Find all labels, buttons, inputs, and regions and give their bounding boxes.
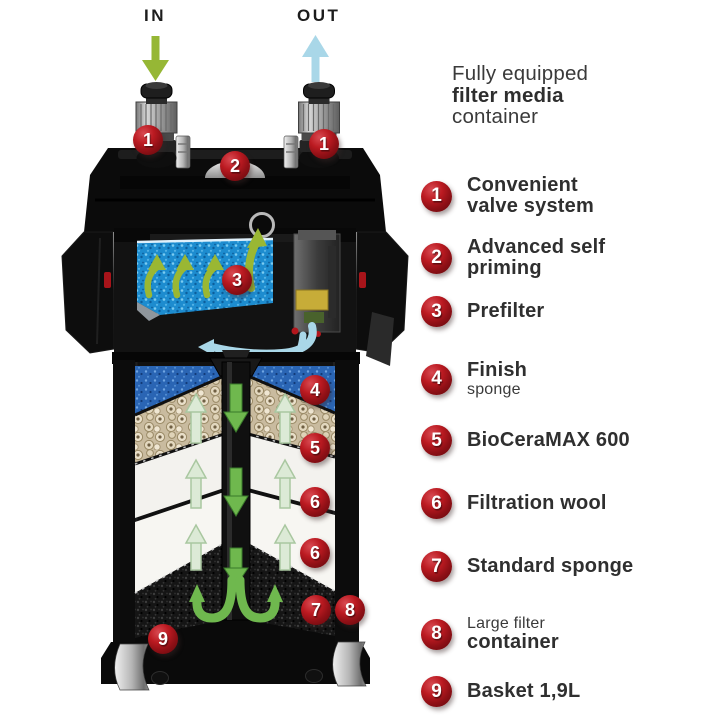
diagram-badge-prefilter: 3	[222, 265, 252, 295]
diagram-badge-valve-left: 1	[133, 125, 163, 155]
legend-item-basket: 9 Basket 1,9L	[421, 676, 580, 707]
diagram-badge-basket: 9	[148, 624, 178, 654]
out-arrow	[302, 35, 329, 82]
legend-badge-1: 1	[421, 180, 452, 212]
diagram-badge-container: 8	[335, 595, 365, 625]
downflow-arrows	[223, 383, 249, 587]
in-arrow	[142, 36, 169, 81]
legend-badge-3: 3	[421, 296, 452, 327]
out-label: OUT	[297, 6, 341, 25]
legend-item-standard-sponge: 7 Standard sponge	[421, 551, 633, 582]
diagram-badge-bioceramax: 5	[300, 433, 330, 463]
legend-badge-4: 4	[421, 363, 452, 395]
motor-unit	[291, 230, 341, 337]
base-and-feet	[101, 641, 370, 691]
diagram-badge-valve-right: 1	[309, 129, 339, 159]
legend-badge-6: 6	[421, 488, 452, 519]
legend-badge-5: 5	[421, 425, 452, 456]
basket-bottom	[135, 620, 335, 648]
diagram-badge-standard-sponge: 7	[301, 595, 331, 625]
diagram-badge-wool-lower: 6	[300, 538, 330, 568]
page-title: Fully equipped filter media container	[452, 63, 588, 128]
legend-item-bioceramax: 5 BioCeraMAX 600	[421, 425, 630, 456]
legend-item-filtration-wool: 6 Filtration wool	[421, 488, 607, 519]
title-line-2: filter media	[452, 83, 564, 107]
side-wings	[61, 231, 409, 366]
legend-badge-8: 8	[421, 618, 452, 650]
legend-badge-2: 2	[421, 242, 452, 274]
diagram-badge-priming: 2	[220, 151, 250, 181]
finish-sponge-layer	[135, 366, 335, 415]
u-turn-arrows	[189, 575, 283, 623]
left-foot	[114, 643, 150, 691]
title-line-1: Fully equipped	[452, 62, 589, 85]
legend-badge-7: 7	[421, 551, 452, 582]
impeller-ring	[249, 212, 275, 238]
title-line-3: container	[452, 105, 539, 128]
legend-item-prefilter: 3 Prefilter	[421, 296, 544, 327]
diagram-badge-wool-upper: 6	[300, 487, 330, 517]
upflow-arrows	[184, 392, 297, 571]
in-label: IN	[144, 6, 166, 25]
diagram-badge-finish-sponge: 4	[300, 375, 330, 405]
legend-badge-9: 9	[421, 676, 452, 707]
right-foot	[332, 641, 367, 687]
